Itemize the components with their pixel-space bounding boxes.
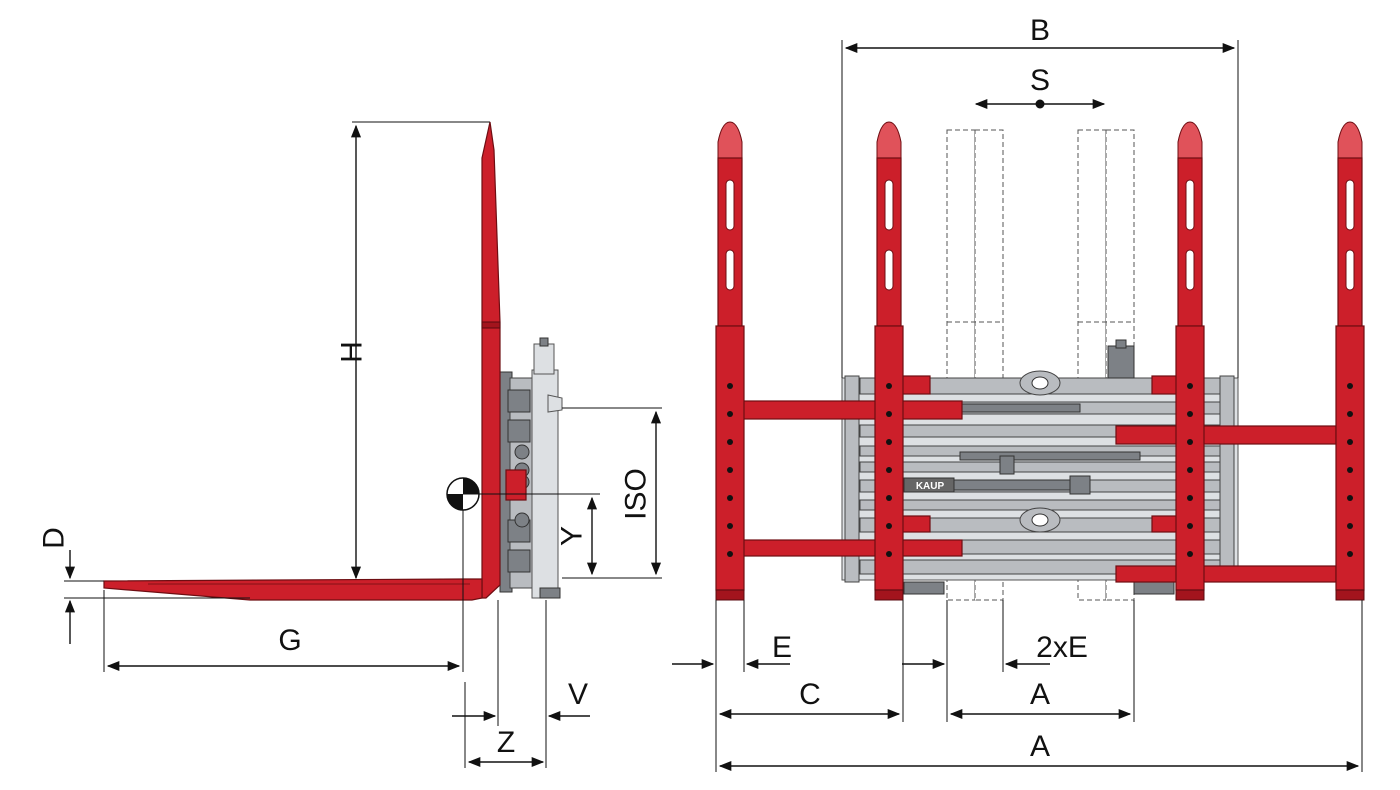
side-fork-blade <box>103 578 483 601</box>
dim-label-2xe: 2xE <box>1036 631 1088 664</box>
arm-holes <box>727 383 1353 557</box>
dim-label-y: Y <box>556 526 589 546</box>
dim-label-h: H <box>336 341 369 363</box>
dim-label-a-inner: A <box>1030 678 1050 711</box>
dim-label-b: B <box>1030 14 1050 47</box>
side-carriage <box>499 337 563 599</box>
dim-label-a-outer: A <box>1030 730 1050 763</box>
dim-label-c: C <box>799 678 821 711</box>
brand-plate: KAUP <box>916 481 945 492</box>
dim-label-d: D <box>38 527 71 549</box>
fork-arm-3 <box>1175 121 1205 601</box>
dim-label-e: E <box>772 631 792 664</box>
dim-label-g: G <box>278 624 301 657</box>
dim-label-iso: ISO <box>620 468 653 520</box>
dim-label-s: S <box>1030 64 1050 97</box>
side-view: H ISO Y D G V Z <box>38 121 662 768</box>
fork-arm-2 <box>874 121 904 601</box>
fork-arm-4 <box>1335 121 1365 601</box>
dim-label-z: Z <box>497 726 515 759</box>
fork-arm-1 <box>715 121 745 601</box>
arm-carriers <box>741 375 1337 583</box>
dim-label-v: V <box>568 678 588 711</box>
side-fork-shank <box>481 121 501 599</box>
front-view: KAUP <box>672 14 1365 772</box>
